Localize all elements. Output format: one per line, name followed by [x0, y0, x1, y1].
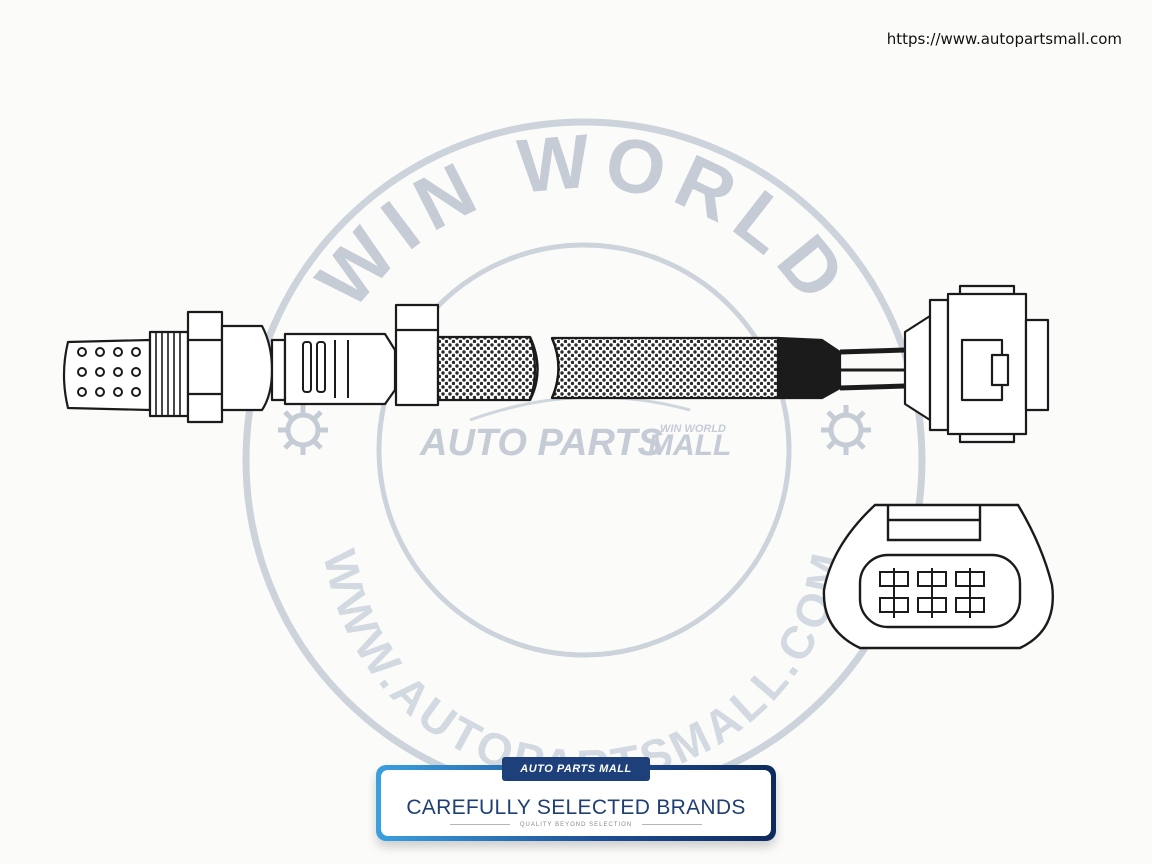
badge-main-text: CAREFULLY SELECTED BRANDS	[406, 796, 746, 819]
oxygen-sensor-drawing	[62, 284, 1050, 444]
logo-mall: MALL	[648, 429, 731, 462]
badge-logo-tab: AUTO PARTS MALL	[502, 757, 650, 781]
logo-small: WIN WORLD	[660, 423, 726, 435]
logo-main: AUTO PARTS	[419, 422, 663, 464]
badge-logo-text: AUTO PARTS MALL	[520, 763, 632, 775]
gear-icon	[821, 405, 871, 455]
gear-icon	[278, 405, 328, 455]
connector-front-view	[822, 503, 1054, 650]
brand-badge: CAREFULLY SELECTED BRANDS QUALITY BEYOND…	[376, 757, 776, 841]
website-url: https://www.autopartsmall.com	[886, 30, 1122, 48]
watermark-top-text: WIN WORLD	[301, 118, 868, 324]
badge-sub-text: QUALITY BEYOND SELECTION	[381, 822, 771, 828]
badge-sub-label: QUALITY BEYOND SELECTION	[519, 822, 633, 828]
badge-panel: CAREFULLY SELECTED BRANDS QUALITY BEYOND…	[381, 770, 771, 836]
